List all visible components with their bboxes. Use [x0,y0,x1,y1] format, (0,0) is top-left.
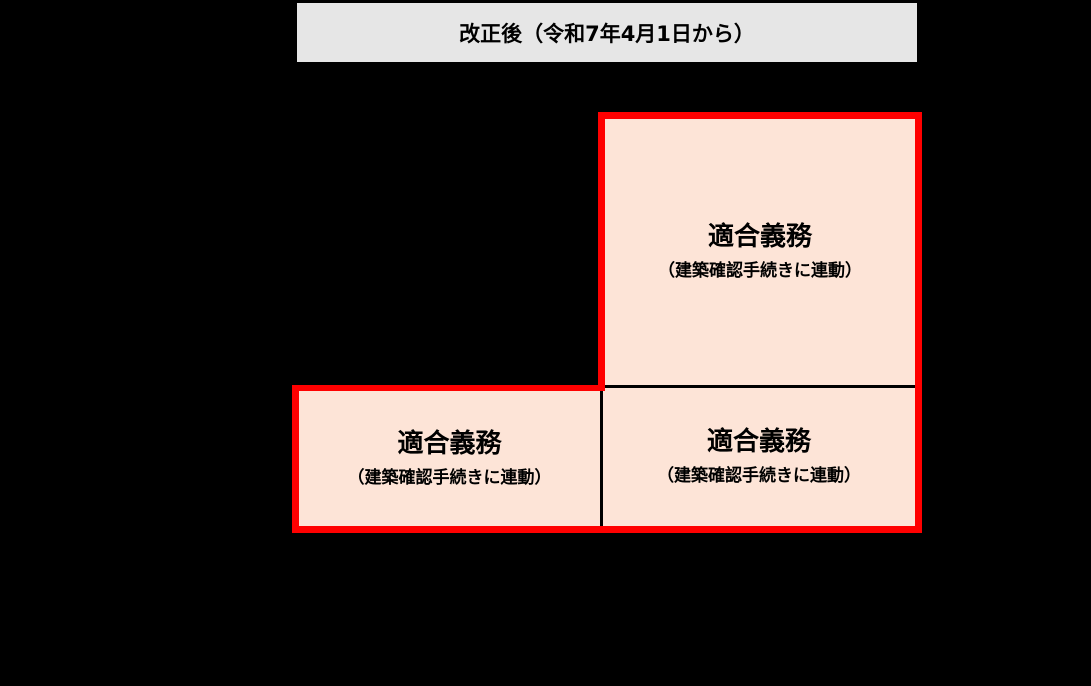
title-text: 改正後（令和7年4月1日から） [459,21,755,46]
cell-bottom-right-subtitle: （建築確認手続きに連動） [657,466,861,486]
divider-horizontal [604,385,915,388]
highlight-border-bottom [292,526,922,533]
cell-bottom-left-subtitle: （建築確認手続きに連動） [347,467,552,488]
cell-top-right: 適合義務 （建築確認手続きに連動） [605,119,915,385]
cell-bottom-left-fill [299,391,600,526]
highlight-border-right [915,112,922,533]
cell-top-right-subtitle: （建築確認手続きに連動） [658,261,862,281]
highlight-border-top [598,112,922,119]
cell-bottom-right-fill [603,387,915,526]
cell-bottom-right-title: 適合義務 [706,427,811,457]
cell-top-right-fill [604,118,915,385]
highlight-border-left [292,385,299,533]
divider-vertical [600,391,603,526]
cell-bottom-left-title: 適合義務 [397,428,502,459]
cell-top-right-title: 適合義務 [707,222,812,252]
highlight-border-inner-left [598,112,605,391]
cell-bottom-left: 適合義務 （建築確認手続きに連動） [299,391,600,526]
cell-bottom-right: 適合義務 （建築確認手続きに連動） [603,388,915,526]
title-banner: 改正後（令和7年4月1日から） [297,3,917,62]
highlight-border-step [292,385,605,391]
